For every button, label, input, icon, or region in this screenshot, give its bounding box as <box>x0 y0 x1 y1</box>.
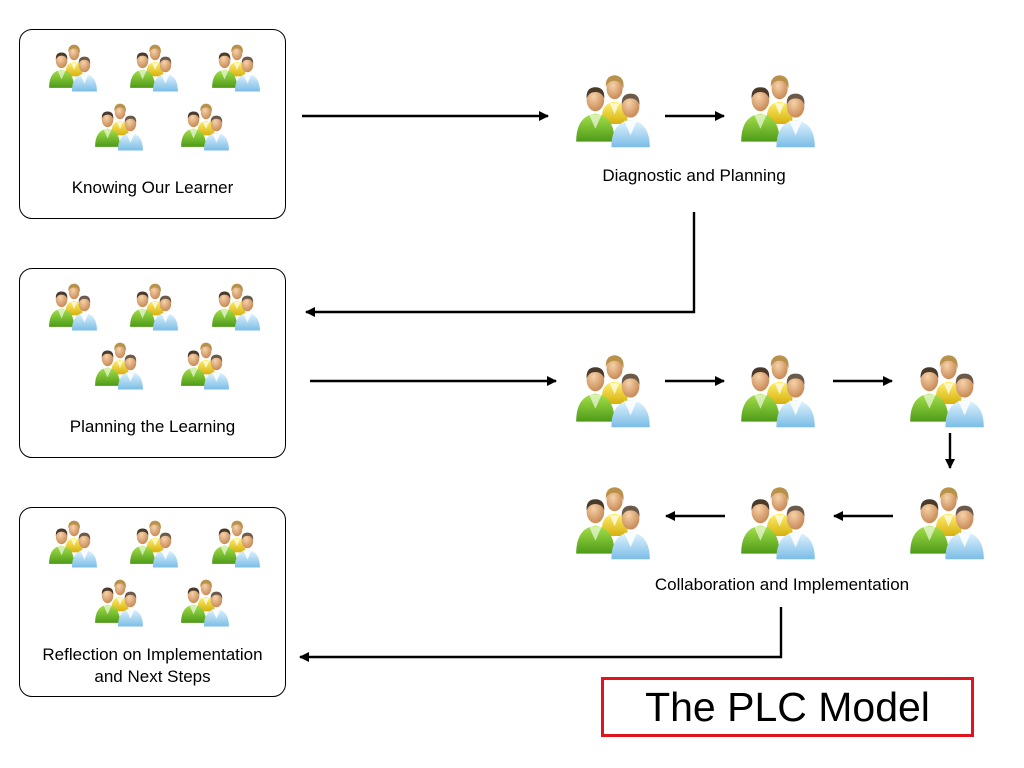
people-group-icon <box>906 348 988 428</box>
people-group-icon <box>90 99 148 151</box>
stage-label-line-1: Reflection on Implementation <box>42 645 263 664</box>
people-group-icon <box>125 279 183 331</box>
people-group-icon <box>176 338 234 390</box>
people-group-icon <box>737 68 819 148</box>
people-group-icon <box>572 348 654 428</box>
people-group-icon <box>207 279 265 331</box>
people-group-icon <box>737 480 819 560</box>
stage-label-line-2: and Next Steps <box>94 667 211 686</box>
people-group-icon <box>906 480 988 560</box>
people-group-icon <box>90 575 148 627</box>
arrow-diagnostic-to-planning <box>305 212 696 317</box>
people-group-icon <box>125 40 183 92</box>
stage-planning-the-learning: Planning the Learning <box>19 268 286 458</box>
people-group-icon <box>176 575 234 627</box>
stage-label: Knowing Our Learner <box>71 178 234 197</box>
stage-knowing-our-learner: Knowing Our Learner <box>19 29 286 219</box>
people-group-icon <box>572 480 654 560</box>
people-group-icon <box>44 40 102 92</box>
diagnostic-planning-label: Diagnostic and Planning <box>602 166 786 185</box>
diagram-title: The PLC Model <box>601 677 974 737</box>
people-group-icon <box>125 516 183 568</box>
people-group-icon <box>737 348 819 428</box>
people-group-icon <box>44 279 102 331</box>
people-group-icon <box>207 40 265 92</box>
people-group-icon <box>176 99 234 151</box>
stage-reflection: Reflection on Implementation and Next St… <box>19 507 286 697</box>
people-group-icon <box>572 68 654 148</box>
collaboration-implementation-label: Collaboration and Implementation <box>654 575 910 594</box>
people-group-icon <box>207 516 265 568</box>
stage-label: Planning the Learning <box>69 417 236 436</box>
arrow-collaboration-to-reflection <box>299 607 783 662</box>
people-group-icon <box>44 516 102 568</box>
people-group-icon <box>90 338 148 390</box>
